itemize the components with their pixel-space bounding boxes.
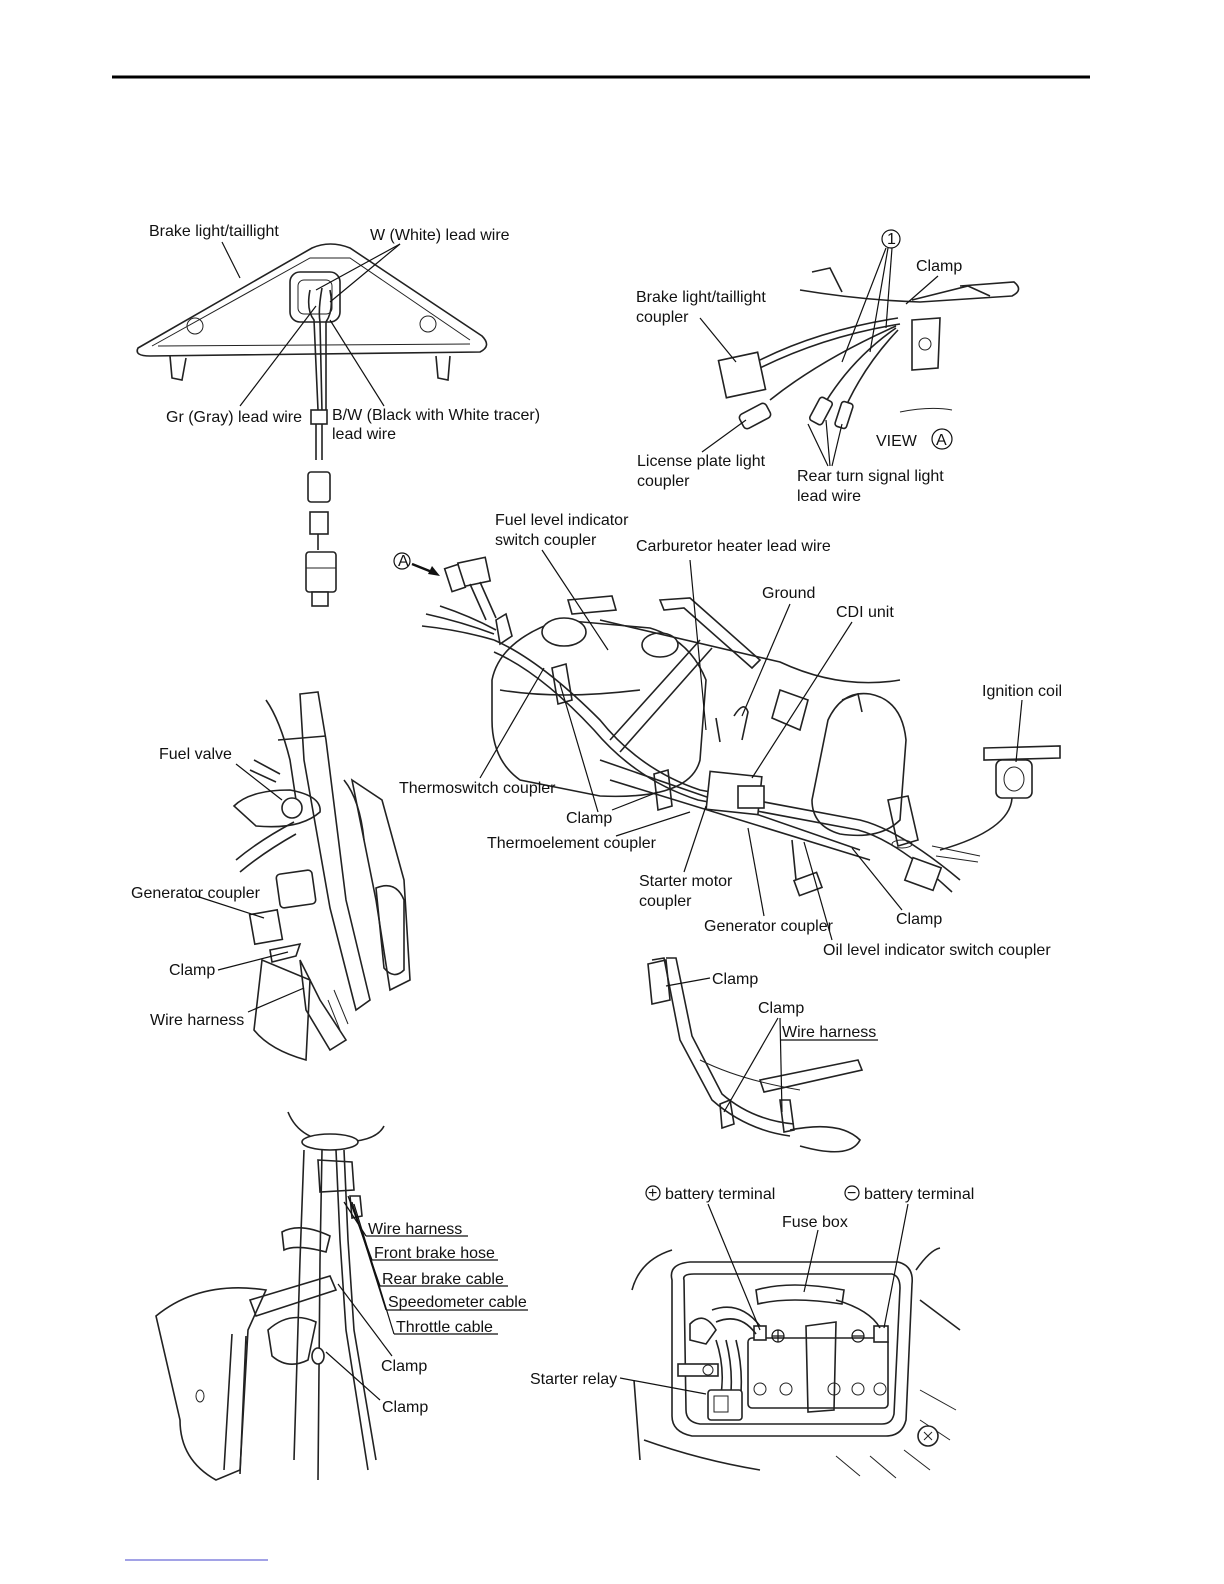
label-brake-light-taillight: Brake light/taillight bbox=[149, 223, 279, 240]
label-clamp-fork-2: Clamp bbox=[382, 1399, 428, 1416]
taillight-drawing bbox=[136, 243, 488, 607]
view-a-drawing bbox=[717, 229, 1020, 430]
label-fuse-box: Fuse box bbox=[782, 1214, 848, 1231]
label-thermoswitch-coupler: Thermoswitch coupler bbox=[399, 780, 556, 797]
front-fork-drawing bbox=[155, 1111, 385, 1481]
label-gray-lead-wire: Gr (Gray) lead wire bbox=[166, 409, 302, 426]
minus-symbol-circle bbox=[844, 1185, 860, 1201]
label-clamp-view-a: Clamp bbox=[916, 258, 962, 275]
label-license-plate-coupler: License plate light bbox=[637, 453, 766, 470]
label-generator-coupler: Generator coupler bbox=[131, 885, 261, 902]
label-starter-relay: Starter relay bbox=[530, 1371, 617, 1388]
label-clamp-rear-2: Clamp bbox=[758, 1000, 804, 1017]
plus-symbol: + bbox=[648, 1185, 657, 1202]
frame-drawing bbox=[393, 552, 1061, 897]
label-ignition-coil: Ignition coil bbox=[982, 683, 1062, 700]
minus-symbol: − bbox=[847, 1185, 856, 1202]
label-rear-brake-cable: Rear brake cable bbox=[382, 1271, 504, 1288]
marker-1-text: 1 bbox=[887, 231, 896, 248]
label-throttle-cable: Throttle cable bbox=[396, 1319, 493, 1336]
label-brake-light-coupler: Brake light/taillight bbox=[636, 289, 766, 306]
label-wire-harness-rear: Wire harness bbox=[782, 1024, 876, 1041]
label-ground: Ground bbox=[762, 585, 815, 602]
rear-clamp-drawing bbox=[647, 957, 864, 1153]
label-cdi-unit: CDI unit bbox=[836, 604, 894, 621]
arrow-marker-a: A bbox=[398, 553, 409, 570]
label-starter-motor-coupler-2: coupler bbox=[639, 893, 692, 910]
label-clamp-frame-2: Clamp bbox=[896, 911, 942, 928]
marker-1-circle bbox=[881, 229, 901, 249]
label-view-a: VIEW bbox=[876, 433, 918, 450]
label-wire-harness-fuel: Wire harness bbox=[150, 1012, 244, 1029]
label-clamp-fork: Clamp bbox=[381, 1358, 427, 1375]
label-plus-battery-terminal: battery terminal bbox=[665, 1186, 775, 1203]
label-rear-turn-signal: Rear turn signal light bbox=[797, 468, 944, 485]
label-rear-turn-signal-2: lead wire bbox=[797, 488, 861, 505]
label-brake-light-coupler-2: coupler bbox=[636, 309, 689, 326]
label-black-white-lead-wire: B/W (Black with White tracer) bbox=[332, 407, 540, 424]
label-clamp-frame: Clamp bbox=[566, 810, 612, 827]
label-front-brake-hose: Front brake hose bbox=[374, 1245, 495, 1262]
label-black-white-lead-wire-2: lead wire bbox=[332, 426, 396, 443]
label-generator-coupler-frame: Generator coupler bbox=[704, 918, 834, 935]
label-carburetor-heater: Carburetor heater lead wire bbox=[636, 538, 831, 555]
label-fuel-valve: Fuel valve bbox=[159, 746, 232, 763]
label-fuel-level-coupler: Fuel level indicator bbox=[495, 512, 629, 529]
label-view-a-letter: A bbox=[936, 432, 947, 449]
view-a-circle bbox=[931, 428, 953, 450]
plus-symbol-circle bbox=[645, 1185, 661, 1201]
label-clamp-fuel: Clamp bbox=[169, 962, 215, 979]
fuel-valve-drawing bbox=[232, 691, 411, 1062]
label-license-plate-coupler-2: coupler bbox=[637, 473, 690, 490]
label-wire-harness-fork: Wire harness bbox=[368, 1221, 462, 1238]
view-a-arrow-marker bbox=[393, 552, 411, 570]
battery-drawing bbox=[631, 1247, 961, 1479]
label-starter-motor-coupler: Starter motor bbox=[639, 873, 733, 890]
label-white-lead-wire: W (White) lead wire bbox=[370, 227, 510, 244]
leader-lines bbox=[195, 241, 1023, 1401]
label-oil-level-coupler: Oil level indicator switch coupler bbox=[823, 942, 1051, 959]
label-speedometer-cable: Speedometer cable bbox=[388, 1294, 527, 1311]
label-minus-battery-terminal: battery terminal bbox=[864, 1186, 974, 1203]
label-thermoelement-coupler: Thermoelement coupler bbox=[487, 835, 657, 852]
label-clamp-rear: Clamp bbox=[712, 971, 758, 988]
label-fuel-level-coupler-2: switch coupler bbox=[495, 532, 597, 549]
